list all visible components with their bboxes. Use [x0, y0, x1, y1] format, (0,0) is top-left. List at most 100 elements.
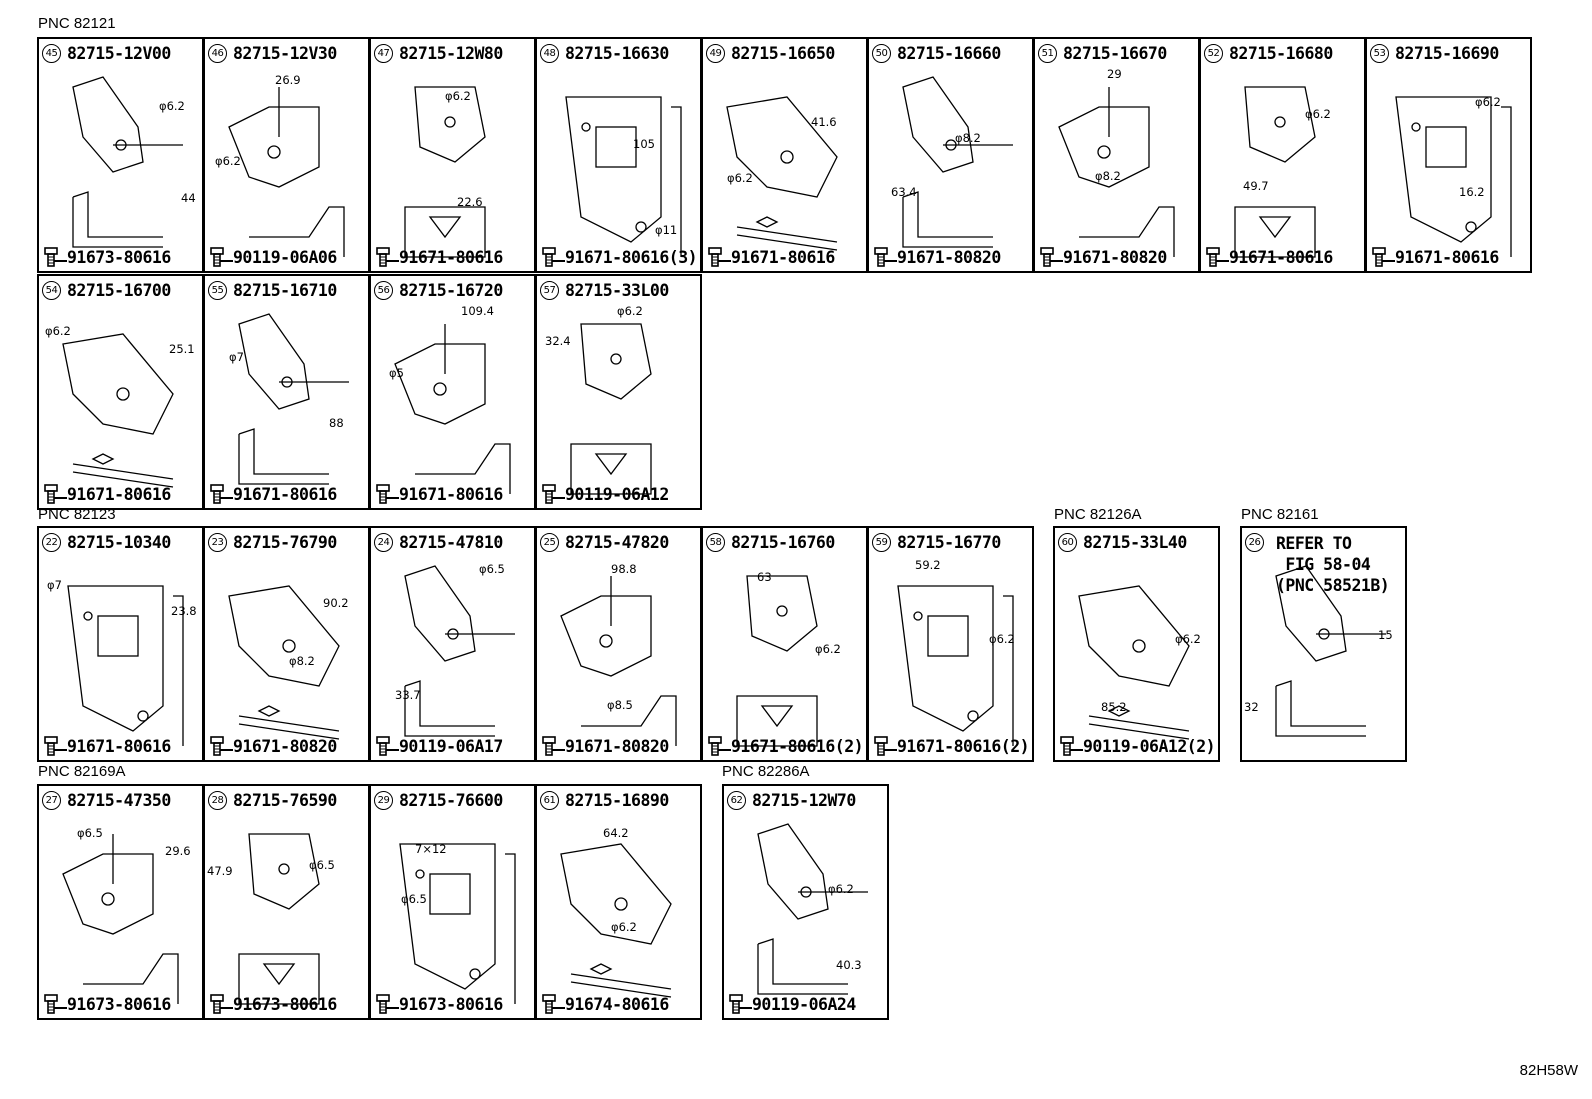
bolt-row: 91673-80616 — [209, 992, 337, 1016]
part-number: 82715-16650 — [731, 44, 835, 63]
dimension-label: 109.4 — [461, 304, 494, 318]
dimension-label: φ6.2 — [815, 642, 841, 656]
bolt-icon — [874, 736, 897, 756]
bolt-row: 91671-80616 — [375, 245, 503, 269]
bracket-drawing — [897, 585, 1014, 746]
bracket-drawing — [1234, 86, 1316, 258]
bolt-part-number: 91673-80616 — [67, 247, 171, 267]
bolt-icon — [708, 736, 731, 756]
dimension-label: φ6.2 — [828, 882, 854, 896]
part-number: 82715-16700 — [67, 281, 171, 300]
callout-number: 49 — [706, 44, 725, 63]
bolt-part-number: 90119-06A17 — [399, 736, 503, 756]
bolt-icon — [729, 994, 752, 1014]
dimension-label: 88 — [329, 416, 344, 430]
bracket-drawing — [404, 565, 515, 737]
bolt-row: 91671-80616 — [1371, 245, 1499, 269]
bracket-drawing — [399, 843, 516, 1004]
pnc-label: PNC 82161 — [1241, 506, 1319, 523]
bolt-row: 91671-80616 — [707, 245, 835, 269]
dimension-label: 40.3 — [836, 958, 862, 972]
bolt-icon — [210, 247, 233, 267]
dimension-label: 90.2 — [323, 596, 349, 610]
bolt-icon — [376, 247, 399, 267]
bolt-part-number: 91671-80616 — [67, 484, 171, 504]
dimension-label: φ6.2 — [1175, 632, 1201, 646]
callout-number: 24 — [374, 533, 393, 552]
part-number: 82715-33L40 — [1083, 533, 1187, 552]
bolt-row: 90119-06A06 — [209, 245, 337, 269]
dimension-label: φ6.5 — [401, 892, 427, 906]
bracket-drawing — [1275, 565, 1386, 737]
bolt-part-number: 91671-80616(2) — [897, 736, 1030, 756]
bolt-part-number: 91671-80616 — [233, 484, 337, 504]
bolt-icon — [1040, 247, 1063, 267]
callout-number: 54 — [42, 281, 61, 300]
bracket-drawing — [394, 324, 511, 494]
bolt-icon — [44, 994, 67, 1014]
refer-note: REFER TO FIG 58-04 (PNC 58521B) — [1276, 534, 1390, 595]
callout-number: 27 — [42, 791, 61, 810]
callout-number: 59 — [872, 533, 891, 552]
callout-number: 58 — [706, 533, 725, 552]
bolt-row: 91671-80616 — [209, 482, 337, 506]
bracket-drawing — [1078, 585, 1190, 740]
bolt-icon — [44, 736, 67, 756]
part-header: 54 82715-16700 — [42, 281, 171, 300]
bolt-row: 91671-80616(3) — [541, 245, 698, 269]
bolt-icon — [210, 994, 233, 1014]
bolt-icon — [542, 736, 565, 756]
bracket-drawing — [228, 87, 345, 257]
dimension-label: φ6.2 — [215, 154, 241, 168]
bolt-row: 91673-80616 — [375, 992, 503, 1016]
bolt-row: 91671-80616(2) — [707, 734, 864, 758]
callout-number: 61 — [540, 791, 559, 810]
dimension-label: φ6.2 — [1475, 95, 1501, 109]
dimension-label: 85.2 — [1101, 700, 1127, 714]
callout-number: 47 — [374, 44, 393, 63]
bracket-drawing — [570, 323, 652, 495]
bolt-icon — [874, 247, 897, 267]
part-number: 82715-16690 — [1395, 44, 1499, 63]
callout-number: 57 — [540, 281, 559, 300]
part-number: 82715-76600 — [399, 791, 503, 810]
dimension-label: 32 — [1244, 700, 1259, 714]
bolt-row: 91674-80616 — [541, 992, 669, 1016]
bolt-part-number: 91671-80616 — [1229, 247, 1333, 267]
bolt-part-number: 91673-80616 — [233, 994, 337, 1014]
dimension-label: φ6.2 — [617, 304, 643, 318]
bolt-row: 91673-80616 — [43, 245, 171, 269]
bolt-part-number: 91671-80616 — [399, 484, 503, 504]
dimension-label: 7×12 — [415, 842, 447, 856]
bracket-drawing — [757, 823, 868, 995]
dimension-label: φ11 — [655, 223, 678, 237]
part-number: 82715-12W70 — [752, 791, 856, 810]
bolt-part-number: 91673-80616 — [67, 994, 171, 1014]
bracket-drawing — [726, 96, 838, 251]
bolt-part-number: 90119-06A24 — [752, 994, 856, 1014]
bracket-drawing — [72, 76, 183, 248]
callout-number: 29 — [374, 791, 393, 810]
bolt-icon — [376, 736, 399, 756]
part-header: 29 82715-76600 — [374, 791, 503, 810]
bolt-part-number: 91671-80820 — [1063, 247, 1167, 267]
bracket-drawing — [67, 585, 184, 746]
dimension-label: 44 — [181, 191, 196, 205]
callout-number: 45 — [42, 44, 61, 63]
bolt-row: 91671-80616 — [375, 482, 503, 506]
